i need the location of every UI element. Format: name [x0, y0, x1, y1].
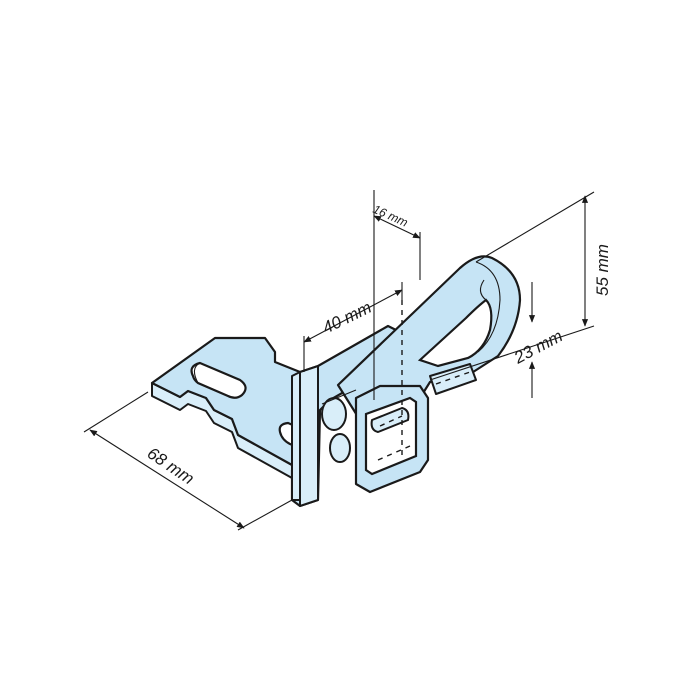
- hook-opening: [417, 298, 493, 368]
- dimension-55mm: 55 mm: [429, 191, 612, 381]
- dim-label-16mm: 16 mm: [371, 202, 410, 230]
- shackle: [321, 384, 430, 494]
- dim-label-55mm: 55 mm: [593, 244, 612, 296]
- dim-label-40mm: 40 mm: [319, 298, 374, 338]
- slot-hole-1: [190, 361, 247, 399]
- snap-hook: [336, 255, 522, 422]
- dim-label-23mm: 23 mm: [510, 326, 566, 368]
